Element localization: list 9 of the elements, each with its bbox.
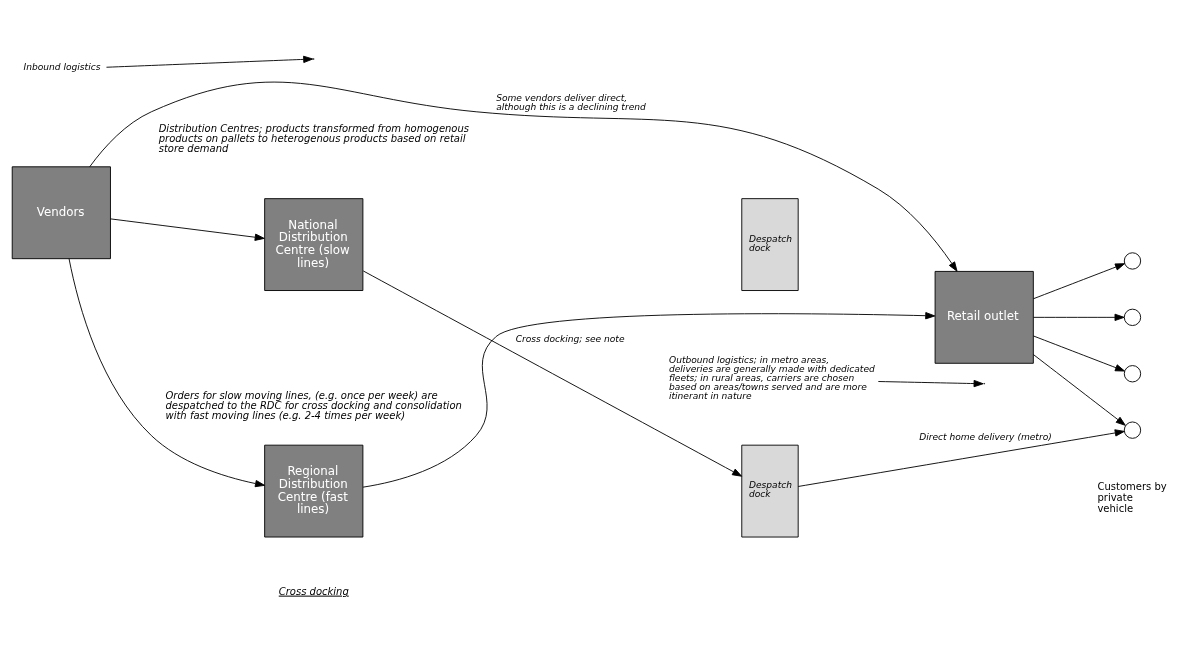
edge-label: Direct home delivery (metro) [919, 432, 1052, 443]
label: Cross docking [278, 585, 349, 597]
node-text: Outbound logistics; in metro areas, deliveries are generally made with dedicated fleets; in rural areas, carriers are chosen based on areas/towns served and are more itinerant in nature [669, 354, 875, 402]
label: Distribution Centres; products transformed from homogenous products on pallets to heterogenous products based on retail store demand [158, 123, 470, 155]
node-text: Inbound logistics [23, 62, 101, 73]
edge-label: Cross docking; see note [515, 333, 625, 344]
label: Orders for slow moving lines, (e.g. once per week) are despatched to the RDC for cross docking and consolidation with fast moving lines (e.g. 2-4 times per week) [165, 389, 462, 421]
label: Customers by private vehicle [1097, 481, 1167, 514]
edge-label: Some vendors deliver direct, although this is a declining trend [496, 92, 646, 112]
